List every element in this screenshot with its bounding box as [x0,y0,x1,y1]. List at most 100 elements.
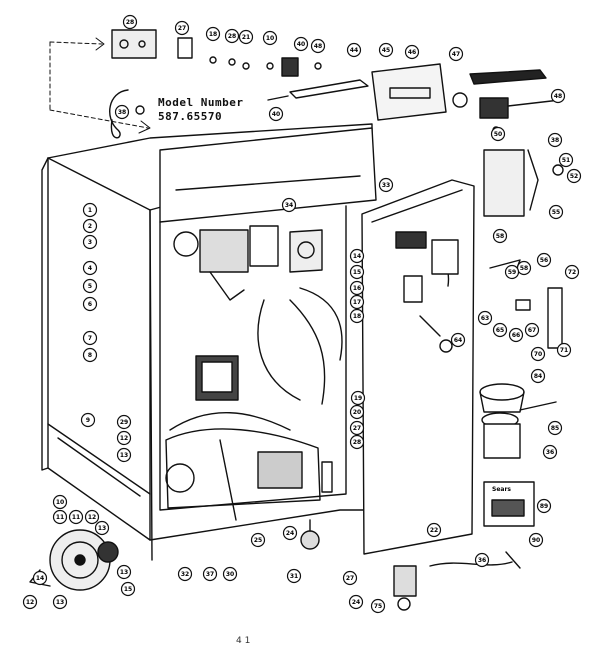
callout-number: 67 [528,327,536,334]
callout-circle [68,509,84,525]
callout-27: 27 [342,570,358,586]
callout-number: 58 [520,265,528,272]
callout-66: 66 [508,327,524,343]
callout-25: 25 [250,532,266,548]
callout-number: 13 [120,452,128,459]
callout-circle [94,520,110,536]
callout-circle [52,494,68,510]
callout-number: 14 [36,575,44,582]
callout-circle [22,594,38,610]
callout-44: 44 [346,42,362,58]
model-number-label: Model Number [158,96,244,109]
callout-52: 52 [566,168,582,184]
callout-64: 64 [450,332,466,348]
callout-16: 16 [349,280,365,296]
callout-number: 29 [120,419,128,426]
callout-21: 21 [238,29,254,45]
callout-11: 11 [52,509,68,525]
callout-number: 59 [508,269,516,276]
callout-15: 15 [349,264,365,280]
model-label-block: Model Number 587.65570 [158,96,243,124]
callout-number: 28 [353,439,361,446]
callout-number: 45 [382,47,390,54]
callout-circle [370,598,386,614]
callout-65: 65 [492,322,508,338]
callout-58: 58 [492,228,508,244]
callout-circle [116,430,132,446]
callout-circle [174,20,190,36]
callout-circle [536,498,552,514]
callout-circle [346,42,362,58]
callout-number: 15 [124,586,132,593]
callout-number: 85 [551,425,559,432]
cabinet [41,123,377,561]
callout-circle [282,525,298,541]
callout-number: 70 [534,351,542,358]
callout-89: 89 [536,498,552,514]
callout-3: 3 [82,234,98,250]
callout-circle [508,327,524,343]
callout-circle [349,280,365,296]
control-bracket [111,29,193,59]
callout-27: 27 [349,420,365,436]
callout-70: 70 [530,346,546,362]
model-number-value: 587.65570 [158,110,223,123]
callout-71: 71 [556,342,572,358]
callout-circle [250,532,266,548]
callout-circle [477,310,493,326]
callout-circle [448,46,464,62]
callout-number: 27 [346,575,354,582]
callout-9: 9 [80,412,96,428]
callout-circle [52,594,68,610]
callout-28: 28 [224,28,240,44]
callout-number: 44 [350,47,358,54]
callout-10: 10 [262,30,278,46]
callout-circle [349,248,365,264]
callout-circle [268,106,284,122]
callout-12: 12 [116,430,132,446]
callout-circle [378,177,394,193]
callout-number: 90 [532,537,540,544]
callout-number: 24 [352,599,360,606]
callout-number: 89 [540,503,548,510]
callout-circle [504,264,520,280]
callout-circle [349,264,365,280]
callout-circle [32,570,48,586]
callout-number: 58 [496,233,504,240]
callout-circle [80,412,96,428]
callout-circle [349,420,365,436]
hardware-row [209,56,369,101]
callout-circle [82,330,98,346]
callout-number: 56 [540,257,548,264]
callout-number: 40 [297,41,305,48]
callout-circle [82,234,98,250]
callout-50: 50 [490,126,506,142]
callout-circle [542,444,558,460]
callout-58: 58 [516,260,532,276]
latch-parts [483,149,564,349]
callout-number: 18 [209,31,217,38]
callout-84: 84 [530,368,546,384]
callout-number: 17 [353,299,361,306]
callout-circle [524,322,540,338]
callout-circle [349,294,365,310]
callout-number: 28 [228,33,236,40]
callout-33: 33 [378,177,394,193]
callout-number: 65 [496,327,504,334]
callout-13: 13 [116,447,132,463]
callout-number: 2 [88,223,92,230]
callout-circle [82,202,98,218]
callout-number: 25 [254,537,262,544]
callout-13: 13 [116,564,132,580]
callout-number: 27 [353,425,361,432]
callout-circle [205,26,221,42]
callout-circle [550,88,566,104]
callout-number: 7 [88,335,92,342]
callout-number: 37 [206,571,214,578]
callout-circle [82,260,98,276]
caster-wheel [300,519,320,550]
callout-number: 4 [88,265,92,272]
callout-12: 12 [84,509,100,525]
callout-number: 21 [242,34,250,41]
